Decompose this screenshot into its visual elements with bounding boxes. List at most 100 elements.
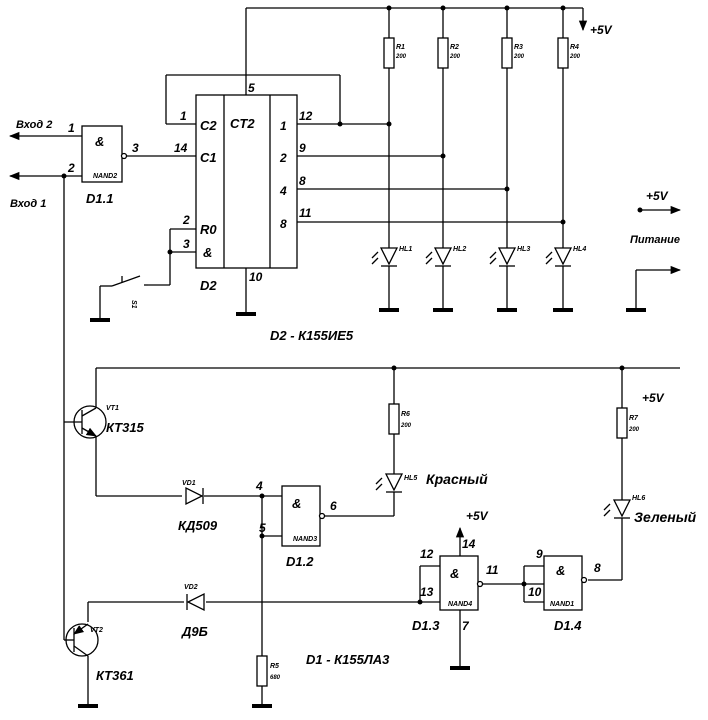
resistor-r7: R7 200: [616, 407, 640, 439]
svg-text:&: &: [450, 566, 459, 581]
svg-text:680: 680: [270, 675, 281, 681]
bottom-wiring: [87, 367, 680, 706]
bottom-grounds: [78, 666, 470, 708]
svg-text:HL4: HL4: [573, 246, 586, 253]
svg-text:VT2: VT2: [90, 627, 103, 634]
svg-text:5: 5: [259, 521, 266, 535]
gate-d1-1: & NAND2 1 2 3 D1.1: [67, 121, 139, 206]
gate-d1-2: & NAND3 4 5 6 D1.2: [255, 479, 337, 569]
svg-text:HL5: HL5: [404, 475, 417, 482]
svg-text:200: 200: [449, 54, 461, 60]
svg-text:VD2: VD2: [184, 584, 198, 591]
led-hl1: HL1: [371, 246, 412, 267]
resistor-r4: R4 200: [557, 37, 581, 69]
svg-text:1: 1: [180, 109, 187, 123]
svg-text:NAND2: NAND2: [93, 173, 117, 180]
svg-text:12: 12: [420, 547, 434, 561]
bottom-junctions: [259, 365, 625, 605]
svg-text:VD1: VD1: [182, 480, 196, 487]
top-junctions: [61, 5, 643, 255]
svg-text:11: 11: [486, 563, 499, 577]
svg-text:2: 2: [182, 213, 190, 227]
svg-text:4: 4: [255, 479, 263, 493]
svg-text:R5: R5: [270, 663, 279, 670]
plus5v-label-d13: +5V: [466, 509, 489, 523]
svg-text:D1.2: D1.2: [286, 554, 314, 569]
svg-text:HL2: HL2: [453, 246, 466, 253]
d2-type-label: D2 - К155ИЕ5: [270, 328, 354, 343]
svg-text:D1.4: D1.4: [554, 618, 582, 633]
svg-text:R4: R4: [570, 44, 579, 51]
input-1-label: Вход 1: [10, 198, 46, 210]
svg-text:8: 8: [280, 217, 287, 231]
svg-text:200: 200: [395, 54, 407, 60]
diode-vd1: VD1 КД509: [178, 480, 218, 533]
supply-label: Питание: [630, 234, 680, 246]
resistor-r3: R3 200: [501, 37, 525, 69]
svg-text:9: 9: [299, 141, 306, 155]
svg-text:HL1: HL1: [399, 246, 412, 253]
svg-text:1: 1: [68, 121, 75, 135]
svg-text:2: 2: [67, 161, 75, 175]
svg-text:14: 14: [174, 141, 188, 155]
led-hl3: HL3: [489, 246, 530, 267]
svg-text:R2: R2: [450, 44, 459, 51]
counter-d2: CT2 C2 C1 R0 & 1 14 2 3 5 10 1 2 4 8 12 …: [174, 81, 313, 293]
svg-text:&: &: [292, 496, 301, 511]
svg-text:NAND3: NAND3: [293, 536, 317, 543]
svg-text:6: 6: [330, 499, 337, 513]
svg-text:HL3: HL3: [517, 246, 530, 253]
svg-text:Д9Б: Д9Б: [181, 624, 208, 639]
svg-text:200: 200: [513, 54, 525, 60]
top-grounds: [90, 308, 646, 322]
resistor-r5: R5 680: [256, 655, 281, 687]
transistor-vt2: VT2 КТ361: [64, 623, 134, 683]
svg-text:C2: C2: [200, 118, 217, 133]
svg-text:КД509: КД509: [178, 518, 218, 533]
gate-d1-4: & NAND1 9 10 8 D1.4: [528, 547, 601, 633]
svg-text:&: &: [203, 245, 212, 260]
d1-type-label: D1 - К155ЛА3: [306, 652, 390, 667]
svg-text:13: 13: [420, 585, 434, 599]
svg-text:3: 3: [183, 237, 190, 251]
svg-text:NAND4: NAND4: [448, 601, 472, 608]
svg-text:3: 3: [132, 141, 139, 155]
svg-text:C1: C1: [200, 150, 217, 165]
input-2-label: Вход 2: [16, 119, 52, 131]
svg-text:R7: R7: [629, 415, 639, 422]
svg-text:9: 9: [536, 547, 543, 561]
svg-text:VT1: VT1: [106, 405, 119, 412]
svg-text:D2: D2: [200, 278, 217, 293]
plus5v-label-top: +5V: [590, 23, 613, 37]
svg-text:NAND1: NAND1: [550, 601, 574, 608]
led-hl6: HL6 Зеленый: [603, 495, 697, 525]
svg-text:D1.1: D1.1: [86, 191, 113, 206]
svg-text:200: 200: [400, 423, 412, 429]
resistor-r6: R6 200: [388, 403, 412, 435]
led-hl5: HL5 Красный: [375, 471, 488, 493]
resistor-r1: R1 200: [383, 37, 407, 69]
svg-text:11: 11: [299, 206, 312, 220]
svg-text:HL6: HL6: [632, 495, 645, 502]
svg-text:7: 7: [462, 619, 470, 633]
svg-text:R0: R0: [200, 222, 217, 237]
svg-text:1: 1: [280, 119, 287, 133]
svg-text:КТ315: КТ315: [106, 420, 145, 435]
svg-text:R6: R6: [401, 411, 410, 418]
svg-text:200: 200: [628, 427, 640, 433]
svg-text:200: 200: [569, 54, 581, 60]
led-hl2: HL2: [425, 246, 466, 267]
svg-text:8: 8: [299, 174, 306, 188]
svg-text:8: 8: [594, 561, 601, 575]
svg-text:&: &: [95, 134, 104, 149]
plus5v-label-supply: +5V: [646, 189, 669, 203]
svg-text:10: 10: [528, 585, 542, 599]
svg-text:CT2: CT2: [230, 116, 255, 131]
switch-s1-label: S1: [130, 300, 137, 309]
plus5v-label-bottom: +5V: [642, 391, 665, 405]
svg-text:D1.3: D1.3: [412, 618, 440, 633]
diode-vd2: VD2 Д9Б: [181, 584, 208, 639]
svg-text:&: &: [556, 563, 565, 578]
led-green-label: Зеленый: [634, 509, 697, 525]
